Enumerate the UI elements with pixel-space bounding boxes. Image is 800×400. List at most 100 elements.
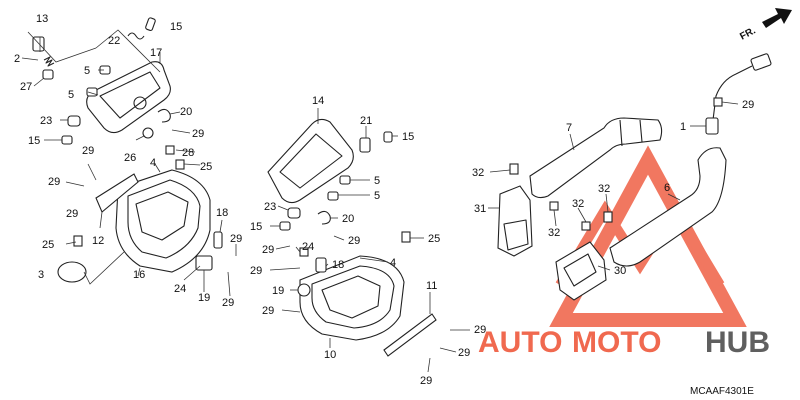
callout-21: 21 xyxy=(360,115,372,127)
callout-20a: 20 xyxy=(180,106,192,118)
latch-19b-shape xyxy=(297,283,311,297)
callout-4a: 4 xyxy=(150,157,156,169)
callout-19b: 19 xyxy=(272,285,284,297)
callout-2: 2 xyxy=(14,53,20,65)
callout-10: 10 xyxy=(324,349,336,361)
clip-18b-shape xyxy=(315,257,327,273)
watermark-hub-text: HUB xyxy=(705,326,770,359)
clip-15d-shape xyxy=(279,221,291,231)
callout-5c: 5 xyxy=(374,175,380,187)
box-31-inner xyxy=(503,219,529,251)
callout-29n: 29 xyxy=(742,99,754,111)
callout-4b: 4 xyxy=(390,257,396,269)
hook-20-shape xyxy=(157,108,171,123)
callout-25c: 25 xyxy=(428,233,440,245)
bolt-32d-shape xyxy=(581,221,591,231)
callout-29f: 29 xyxy=(222,297,234,309)
sensor-1-connector xyxy=(750,53,772,71)
callout-5b: 5 xyxy=(68,89,74,101)
clip-15b-shape xyxy=(61,135,73,145)
callout-29g: 29 xyxy=(348,235,360,247)
callout-29k: 29 xyxy=(474,324,486,336)
box-31-shape xyxy=(497,185,533,257)
middle-leaders xyxy=(269,108,470,373)
duct-6-shape xyxy=(609,147,727,267)
spring-2-shape xyxy=(43,56,55,67)
callout-20b: 20 xyxy=(342,213,354,225)
callout-29j: 29 xyxy=(262,305,274,317)
callout-5d: 5 xyxy=(374,190,380,202)
box-30-inner xyxy=(563,253,597,287)
callout-30: 30 xyxy=(614,265,626,277)
middle-assembly: 14 21 15 5 5 23 15 20 29 29 24 25 29 18 … xyxy=(250,95,486,387)
callout-26: 26 xyxy=(124,152,136,164)
lid-17-knob xyxy=(133,96,147,110)
bolt-32b-shape xyxy=(549,201,559,211)
callout-31: 31 xyxy=(474,203,486,215)
case-16-inner xyxy=(127,179,201,259)
duct-7-detail xyxy=(619,119,643,147)
case-16-rim xyxy=(135,191,189,241)
case-10-rim xyxy=(321,275,381,319)
watermark-triangle-logo xyxy=(549,145,747,327)
callout-25b: 25 xyxy=(42,239,54,251)
callout-32b: 32 xyxy=(598,183,610,195)
bolt-25b-shape xyxy=(73,235,83,247)
callout-17: 17 xyxy=(150,47,162,59)
spring-22-shape xyxy=(127,32,145,40)
bolt-27-shape xyxy=(42,69,54,80)
callout-29e: 29 xyxy=(230,233,242,245)
callout-29d: 29 xyxy=(66,208,78,220)
watermark: AUTO MOTO HUB xyxy=(478,145,770,359)
bracket-12-shape xyxy=(95,173,139,213)
sensor-1-body xyxy=(705,117,719,135)
callout-15b: 15 xyxy=(28,135,40,147)
clip-15c-shape xyxy=(383,131,393,143)
box-30-shape xyxy=(555,241,607,301)
callout-29b: 29 xyxy=(82,145,94,157)
callout-19: 19 xyxy=(198,292,210,304)
callout-24b: 24 xyxy=(302,241,314,253)
clip-5c-shape xyxy=(339,175,351,185)
callout-32c: 32 xyxy=(572,198,584,210)
bracket-11-shape xyxy=(383,313,437,357)
callout-14: 14 xyxy=(312,95,324,107)
callout-5a: 5 xyxy=(84,65,90,77)
callout-15d: 15 xyxy=(250,221,262,233)
lid-14-inner xyxy=(279,133,343,189)
front-direction-label: FR. xyxy=(738,25,758,42)
bolt-32c-shape xyxy=(603,211,613,223)
front-direction-indicator: FR. xyxy=(738,8,792,43)
callout-18a: 18 xyxy=(216,207,228,219)
callout-25a: 25 xyxy=(200,161,212,173)
bolt-25a-shape xyxy=(175,159,185,170)
pin-21-shape xyxy=(359,137,371,153)
callout-7: 7 xyxy=(566,122,572,134)
case-16-body xyxy=(115,169,211,273)
callout-29l: 29 xyxy=(458,347,470,359)
callout-29c: 29 xyxy=(48,176,60,188)
right-leaders xyxy=(488,101,739,271)
duct-7-shape xyxy=(529,117,663,199)
callout-28: 28 xyxy=(182,147,194,159)
callout-6: 6 xyxy=(664,182,670,194)
callout-16: 16 xyxy=(133,269,145,281)
callout-11: 11 xyxy=(426,280,437,292)
callout-23b: 23 xyxy=(264,201,276,213)
callout-27: 27 xyxy=(20,81,32,93)
bolt-32a-shape xyxy=(509,163,519,175)
callout-12: 12 xyxy=(92,235,104,247)
clip-23a-shape xyxy=(67,115,81,127)
clip-15a-shape xyxy=(145,17,156,31)
callout-15c: 15 xyxy=(402,131,414,143)
watermark-auto-text: AUTO xyxy=(478,326,562,359)
bolt-29n-shape xyxy=(713,97,723,107)
watermark-moto-text: MOTO xyxy=(572,326,661,359)
callout-22: 22 xyxy=(108,35,120,47)
callout-18b: 18 xyxy=(332,259,344,271)
right-assembly: 7 32 31 32 32 32 30 6 1 29 xyxy=(472,53,772,301)
front-direction-arrow-icon xyxy=(762,8,792,28)
case-10-body xyxy=(299,255,405,341)
callout-29h: 29 xyxy=(262,244,274,256)
